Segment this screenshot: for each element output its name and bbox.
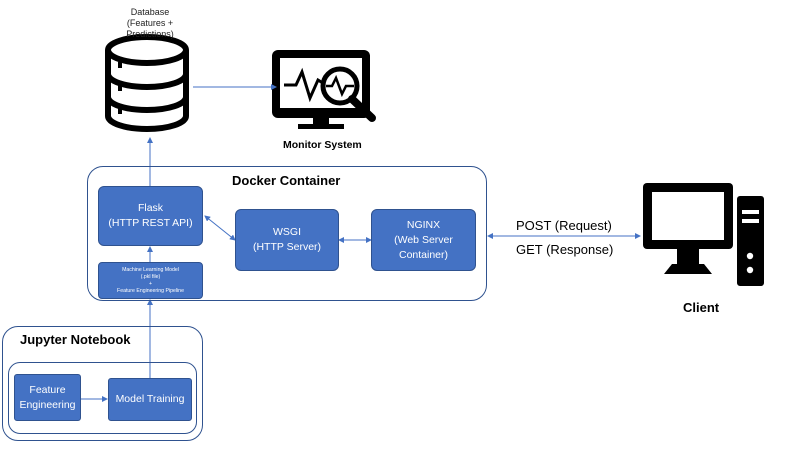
- database-icon: [105, 34, 189, 132]
- get-response-label: GET (Response): [516, 242, 614, 257]
- model-node: Machine Learning Model (.pkl file) + Fea…: [98, 262, 203, 299]
- post-request-label: POST (Request): [516, 218, 612, 233]
- client-label: Client: [683, 300, 720, 315]
- flask-wsgi-arrow: [204, 215, 236, 241]
- monitor-label: Monitor System: [283, 139, 362, 151]
- docker-title: Docker Container: [232, 173, 341, 188]
- flask-node: Flask (HTTP REST API): [98, 186, 203, 246]
- model-training-node: Model Training: [108, 378, 192, 421]
- jupyter-title: Jupyter Notebook: [20, 332, 131, 347]
- database-label: Database (Features + Predictions): [126, 7, 174, 39]
- feature-engineering-node: Feature Engineering: [14, 374, 81, 421]
- desktop-computer-icon: [643, 183, 764, 286]
- nginx-node: NGINX (Web Server Container): [371, 209, 476, 271]
- docker-container-frame: [87, 166, 487, 301]
- monitor-search-icon: [272, 50, 376, 129]
- jupyter-outer-frame: [2, 326, 203, 441]
- wsgi-node: WSGI (HTTP Server): [235, 209, 339, 271]
- jupyter-inner-frame: [8, 362, 197, 434]
